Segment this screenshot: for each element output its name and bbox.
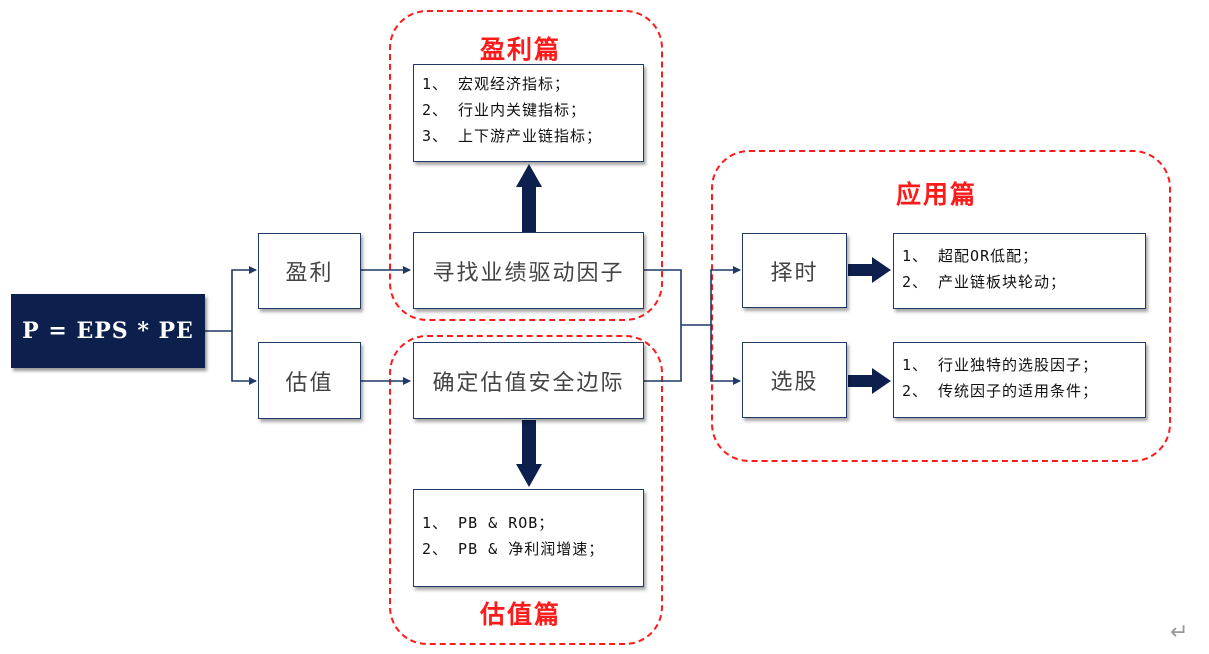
connector-merge	[644, 269, 682, 382]
up-arrow-head	[516, 164, 542, 187]
list-item: 1、 超配OR低配；	[902, 247, 1039, 265]
earnings-node-label: 盈利	[285, 261, 334, 286]
selection-arrow-shaft	[848, 375, 874, 387]
timing-list: 1、 超配OR低配； 2、 产业链板块轮动；	[893, 233, 1146, 309]
stock-selection-list: 1、 行业独特的选股因子； 2、 传统因子的适用条件；	[893, 342, 1146, 418]
earnings-region	[389, 10, 663, 321]
valuation-margin-label: 确定估值安全边际	[432, 370, 625, 396]
valuation-margin-node: 确定估值安全边际	[413, 342, 644, 419]
connector-formula-valuation	[231, 331, 257, 385]
list-item: 1、 行业独特的选股因子；	[902, 356, 1099, 374]
list-item: 2、 行业内关键指标；	[422, 101, 587, 119]
application-region-title: 应用篇	[896, 180, 978, 209]
connector-selection	[710, 325, 741, 385]
list-item: 1、 PB & ROB；	[422, 514, 555, 532]
down-arrow-shaft	[522, 420, 536, 466]
timing-label: 择时	[770, 260, 819, 286]
find-drivers-label: 寻找业绩驱动因子	[432, 260, 625, 286]
valuation-node: 估值	[258, 342, 361, 419]
return-icon: ↵	[1170, 620, 1189, 645]
list-item: 2、 PB & 净利润增速；	[422, 540, 605, 558]
application-region	[711, 150, 1171, 462]
valuation-indicator-list: 1、 PB & ROB； 2、 PB & 净利润增速；	[413, 489, 644, 587]
stock-selection-label: 选股	[770, 370, 819, 395]
earnings-indicator-list: 1、 宏观经济指标； 2、 行业内关键指标； 3、 上下游产业链指标；	[413, 64, 644, 162]
list-item: 1、 宏观经济指标；	[422, 75, 571, 93]
timing-node: 择时	[742, 233, 847, 308]
down-arrow-head	[516, 464, 542, 487]
stock-selection-node: 选股	[742, 342, 847, 418]
up-arrow-shaft	[522, 185, 536, 232]
list-item: 3、 上下游产业链指标；	[422, 127, 603, 145]
timing-arrow-head	[872, 257, 891, 283]
list-item: 2、 传统因子的适用条件；	[902, 382, 1099, 400]
connector-formula-earnings	[205, 266, 257, 332]
valuation-region	[389, 335, 663, 645]
connector-timing	[681, 266, 741, 326]
find-drivers-node: 寻找业绩驱动因子	[413, 232, 644, 309]
earnings-node: 盈利	[258, 233, 361, 309]
valuation-node-label: 估值	[285, 370, 334, 396]
formula-box: P = EPS * PE	[11, 294, 205, 368]
formula-text: P = EPS * PE	[22, 318, 194, 344]
timing-arrow-shaft	[848, 264, 874, 276]
valuation-region-title: 估值篇	[480, 600, 562, 629]
selection-arrow-head	[872, 368, 891, 394]
list-item: 2、 产业链板块轮动；	[902, 273, 1067, 291]
earnings-region-title: 盈利篇	[480, 35, 562, 64]
